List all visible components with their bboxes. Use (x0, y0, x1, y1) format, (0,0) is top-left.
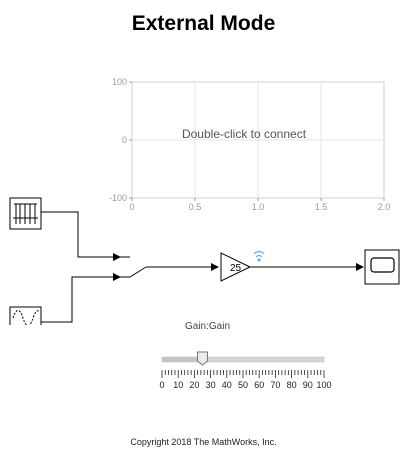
y-axis: 100 0 -100 (109, 77, 132, 203)
signal-line-top (41, 211, 121, 261)
slider-fill (162, 357, 203, 362)
copyright-text: Copyright 2018 The MathWorks, Inc. (130, 437, 277, 447)
slider-label: 90 (303, 380, 313, 390)
y-tick-label: 100 (112, 77, 127, 87)
slider-label: 70 (270, 380, 280, 390)
block-diagram: 25 (9, 197, 400, 325)
wireless-icon (253, 250, 265, 262)
gain-value: 25 (230, 263, 242, 274)
slider-label: 10 (173, 380, 183, 390)
signal-line-bottom (41, 273, 121, 323)
slider-label: 60 (254, 380, 264, 390)
slider-label: 0 (159, 380, 164, 390)
x-tick-label: 1.5 (315, 202, 328, 212)
gain-block[interactable]: 25 (220, 252, 252, 282)
x-tick-label: 0.5 (189, 202, 202, 212)
slider-ticks (161, 370, 325, 378)
x-tick-label: 1.0 (252, 202, 265, 212)
connect-hint: Double-click to connect (182, 127, 307, 141)
manual-switch-block[interactable] (118, 250, 152, 284)
y-tick-label: 0 (122, 135, 127, 145)
gain-caption: Gain:Gain (185, 321, 231, 332)
slider-label: 50 (238, 380, 248, 390)
scope-icon (370, 257, 395, 273)
slider-label: 100 (316, 380, 331, 390)
signal-source-block[interactable] (9, 197, 42, 230)
scope-block[interactable] (364, 249, 400, 285)
slider-thumb[interactable] (197, 351, 208, 366)
slider-label: 40 (222, 380, 232, 390)
slider-label: 30 (206, 380, 216, 390)
page-title: External Mode (131, 12, 276, 35)
sine-wave-block[interactable] (9, 306, 42, 325)
slider-label: 20 (189, 380, 199, 390)
slider-label: 80 (287, 380, 297, 390)
pulse-source-icon (13, 203, 38, 224)
plot-grid (132, 82, 384, 198)
x-tick-label: 2.0 (378, 202, 391, 212)
x-axis: 0 0.5 1.0 1.5 2.0 (129, 198, 390, 212)
y-tick-label: -100 (109, 193, 127, 203)
x-tick-label: 0 (129, 202, 134, 212)
